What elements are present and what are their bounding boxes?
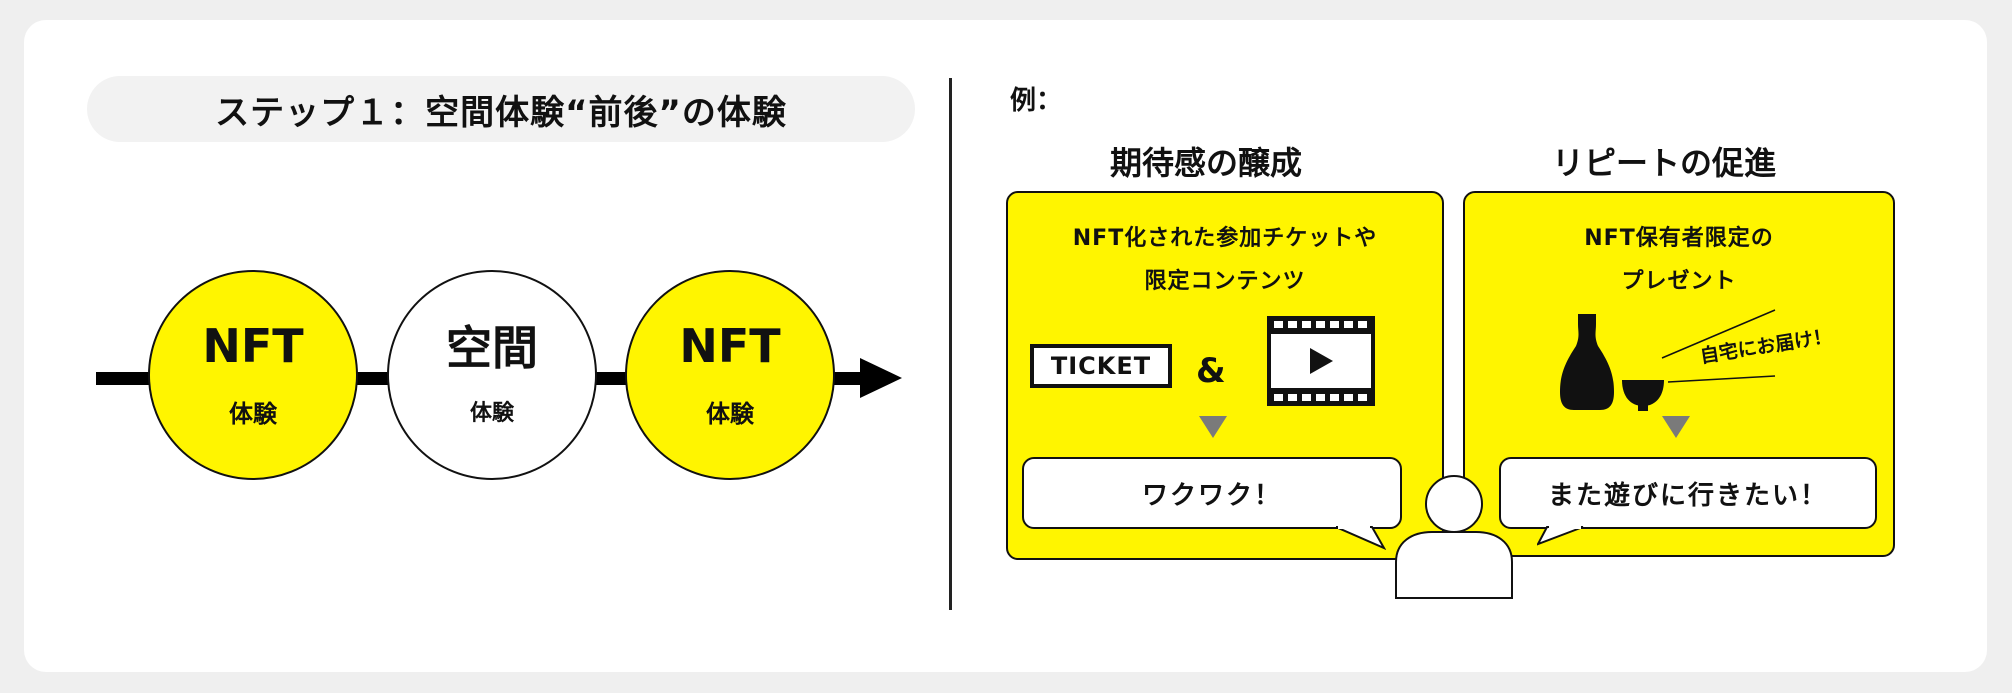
circle-sub-label: 体験 <box>469 401 514 427</box>
bubble-tail-left <box>1336 525 1386 550</box>
speed-lines-icon <box>1661 309 1776 383</box>
person-icon <box>1395 475 1513 599</box>
panel-text-line1: NFT化された参加チケットや <box>1072 226 1378 251</box>
flow-circle-space: 空間 体験 <box>387 270 597 480</box>
ampersand: & <box>1196 351 1226 391</box>
circle-main-label: NFT <box>679 319 781 374</box>
column-title-repeat: リピートの促進 <box>1551 144 1776 182</box>
down-arrow-icon <box>1199 416 1227 438</box>
sake-bottle-icon <box>1560 314 1664 411</box>
panel-text-line2: 限定コンテンツ <box>1144 269 1306 294</box>
panel-text-line2: プレゼント <box>1621 269 1737 294</box>
bubble-text: また遊びに行きたい！ <box>1547 480 1828 511</box>
circle-main-label: 空間 <box>446 320 538 375</box>
panel-text-line1: NFT保有者限定の <box>1584 226 1774 251</box>
divider <box>949 78 952 610</box>
video-icon <box>1267 316 1375 406</box>
flow-arrow-head <box>860 358 902 398</box>
bubble-tail-right <box>1537 525 1584 546</box>
speech-bubble-left: ワクワク！ <box>1022 457 1402 529</box>
ticket-label: TICKET <box>1050 352 1152 380</box>
bubble-text: ワクワク！ <box>1141 480 1282 511</box>
flow-circle-nft-after: NFT 体験 <box>625 270 835 480</box>
circle-sub-label: 体験 <box>706 399 754 428</box>
speech-bubble-right: また遊びに行きたい！ <box>1499 457 1877 529</box>
down-arrow-icon <box>1662 416 1690 438</box>
circle-main-label: NFT <box>202 319 304 374</box>
example-label: 例： <box>1010 86 1063 116</box>
ticket-icon: TICKET <box>1030 344 1172 388</box>
page-title: ステップ１：空間体験“前後”の体験 <box>87 76 915 142</box>
column-title-anticipation: 期待感の醸成 <box>1109 144 1302 182</box>
flow-circle-nft-before: NFT 体験 <box>148 270 358 480</box>
circle-sub-label: 体験 <box>229 399 277 428</box>
